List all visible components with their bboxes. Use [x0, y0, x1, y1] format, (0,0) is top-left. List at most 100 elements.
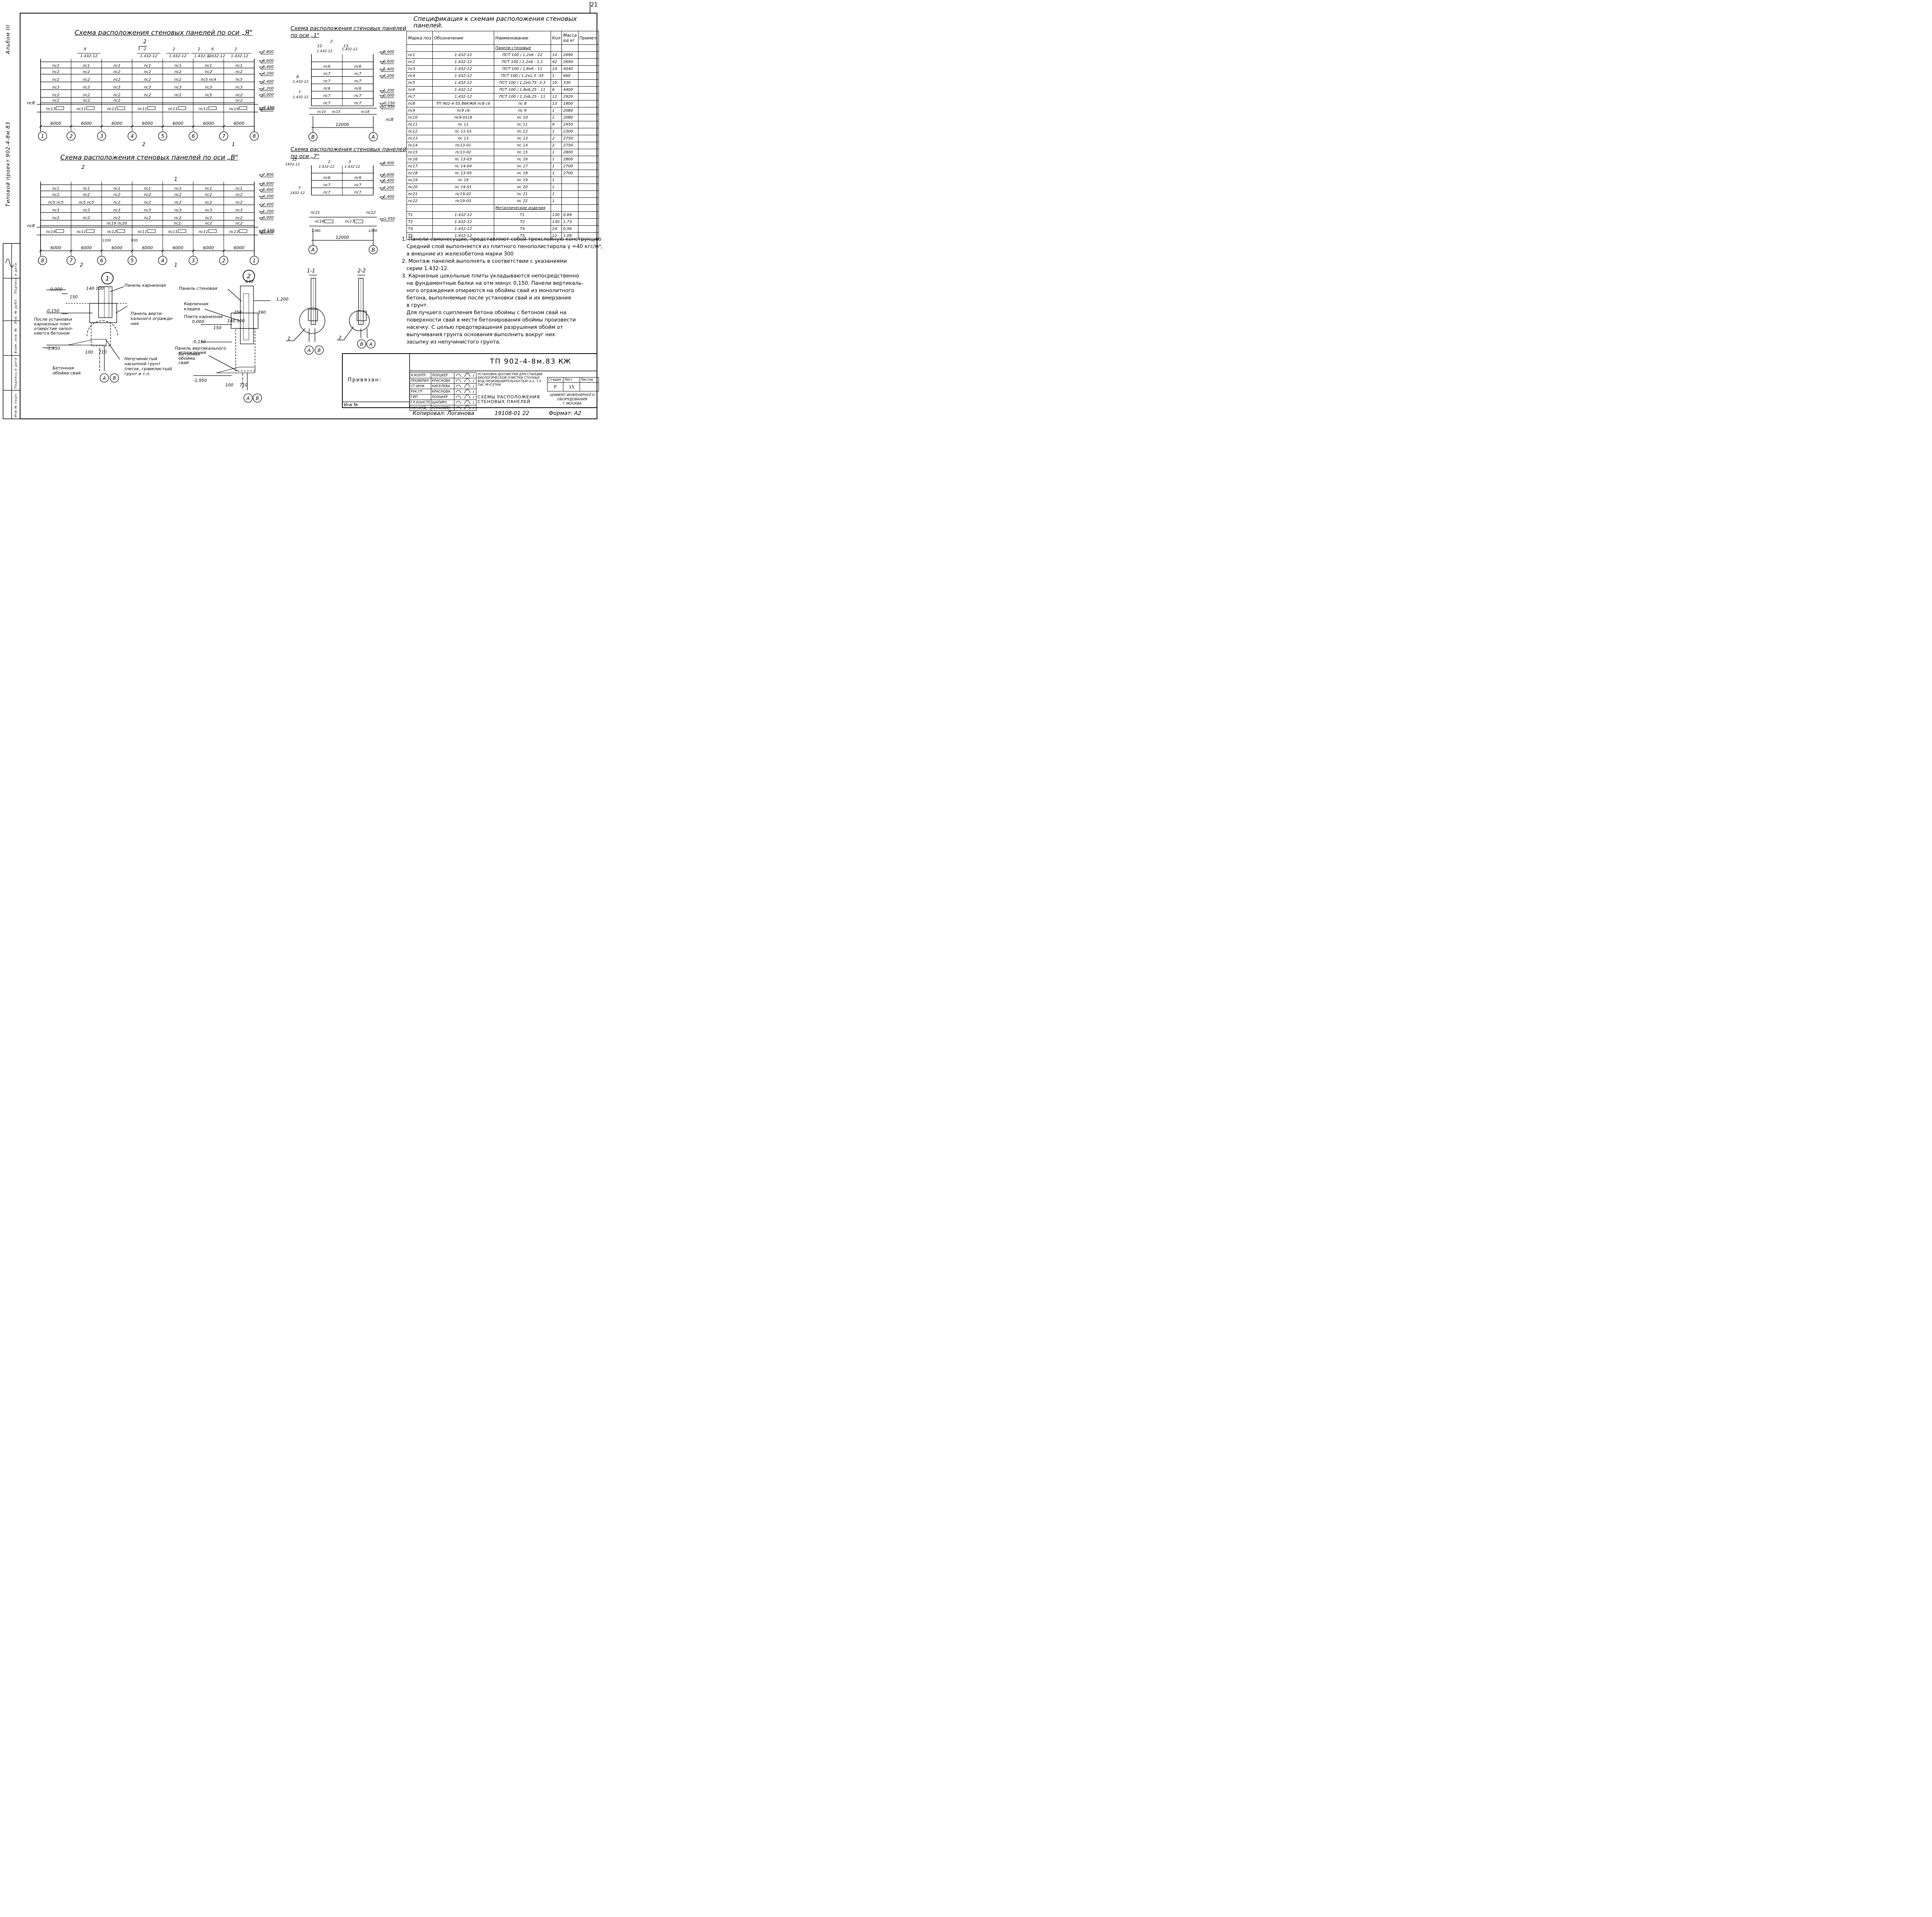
spec-cell: ПСТ 100 / 1,8х6,25 - 11	[493, 86, 551, 94]
cut-mark: 2	[80, 262, 83, 268]
detail-dim: 1380	[312, 229, 321, 233]
panel-label: пс2	[113, 93, 120, 97]
level-mark	[379, 103, 384, 106]
panel-label: пс6	[323, 87, 330, 91]
ref-number: 12	[292, 158, 297, 162]
spec-cell: пс20	[406, 184, 433, 191]
axis-marker	[219, 131, 228, 141]
sheet-value: 15	[563, 382, 580, 391]
spec-cell	[578, 156, 599, 163]
panel-label: пс1	[144, 187, 151, 191]
axis-marker	[128, 131, 137, 141]
panel-label: пс3	[113, 208, 120, 213]
level-label: 8,400	[383, 50, 395, 54]
panel-label: пс2	[144, 201, 151, 205]
spec-cell: ТП 902-4-55.86КЖИ пс8 с6	[432, 100, 494, 107]
level-label: 5,400	[263, 65, 274, 69]
panel-label: пс2	[235, 99, 242, 103]
signature-scribble	[456, 389, 474, 395]
panel-label: пс3	[174, 208, 181, 213]
spec-cell	[578, 149, 599, 156]
spec-cell	[578, 170, 599, 177]
axis-label: 6	[100, 258, 103, 264]
signature-cell	[454, 383, 476, 390]
spec-cell: ПСТ 100 / 1,2х6 - 1,1	[493, 58, 551, 66]
spec-cell: пс 11	[432, 121, 494, 128]
panel-label: пс1	[235, 187, 242, 191]
spec-cell: пс 9	[493, 107, 551, 114]
spec-cell	[578, 100, 599, 107]
level-label: -1,950	[262, 230, 274, 234]
level-mark	[379, 95, 384, 98]
leader-number: 2	[338, 335, 342, 340]
plinth-label: пс17	[345, 219, 355, 224]
detail-dim: 930	[131, 239, 138, 243]
panel-label: пс2	[52, 70, 59, 74]
axis-label: В	[372, 247, 375, 253]
span-dim: 6000	[51, 245, 61, 250]
axis-marker	[158, 131, 167, 141]
node1-label: 150	[70, 294, 78, 299]
spec-cell	[578, 211, 599, 219]
span-dim: 6000	[112, 245, 122, 250]
spec-header-row: Марка поз Обозначение Наименование Кол М…	[406, 31, 599, 45]
spec-cell: пс22	[406, 197, 433, 205]
level-label: 0,000	[263, 216, 274, 220]
level-mark	[379, 90, 384, 93]
ref-series: 1.432-12	[293, 80, 309, 84]
ref-series: 1432-12	[285, 163, 300, 167]
spec-cell	[578, 232, 599, 240]
level-label: -1,950	[262, 107, 274, 111]
scheme-1-title: Схема расположения стеновых панелей по о…	[291, 26, 406, 39]
level-label: 7,800	[263, 50, 274, 54]
spec-cell: 2	[550, 142, 562, 149]
level-mark	[259, 109, 264, 112]
spec-cell: пс15	[406, 149, 433, 156]
node1-detail	[43, 272, 128, 383]
spec-cell	[578, 191, 599, 198]
spec-cell	[578, 128, 599, 135]
ref-series: 1.432-12	[80, 54, 98, 58]
level-mark	[259, 107, 264, 110]
panel-label: пс3	[205, 208, 212, 213]
spec-cell: 1.432-12	[432, 232, 494, 240]
spec-cell	[578, 135, 599, 142]
node2-label: Плита карнизная	[184, 314, 223, 319]
ref-series: 1.432-12	[345, 165, 361, 169]
spec-cell: 1	[550, 163, 562, 170]
panel-label: пс1	[113, 64, 120, 68]
note-line: насечку. С целью предотвращения разрушен…	[406, 325, 563, 330]
span-dim: 6000	[203, 121, 214, 126]
name-cell: ЛОУЦКЕР	[430, 373, 454, 378]
axis-label: А	[369, 342, 372, 347]
spec-cell: пс21	[406, 191, 433, 198]
spec-cell: пс9 с6	[432, 107, 494, 114]
plinth-label: пс11	[77, 230, 86, 234]
panel-label: пс2	[52, 216, 59, 220]
ref-series: 1.432-12	[342, 48, 358, 51]
axis-marker	[128, 256, 137, 265]
panel-label: пс2	[113, 78, 120, 82]
spec-cell: 1.432-12	[432, 51, 494, 59]
note-line: засыпку из непучинистого грунта.	[406, 339, 501, 345]
axis-marker	[38, 131, 47, 141]
level-label: 6,600	[383, 173, 395, 177]
leader-number: 1	[287, 336, 291, 341]
axis-marker	[38, 256, 47, 265]
spec-cell: 1	[550, 177, 562, 184]
role-cell: Н.КОНТР.	[410, 373, 431, 378]
ref-number: 7	[298, 186, 301, 191]
spec-cell: пс6	[406, 86, 433, 94]
panel-label: пс7	[354, 79, 362, 83]
ref-number: 2	[198, 47, 200, 51]
spec-cell: пс 13	[432, 135, 494, 142]
